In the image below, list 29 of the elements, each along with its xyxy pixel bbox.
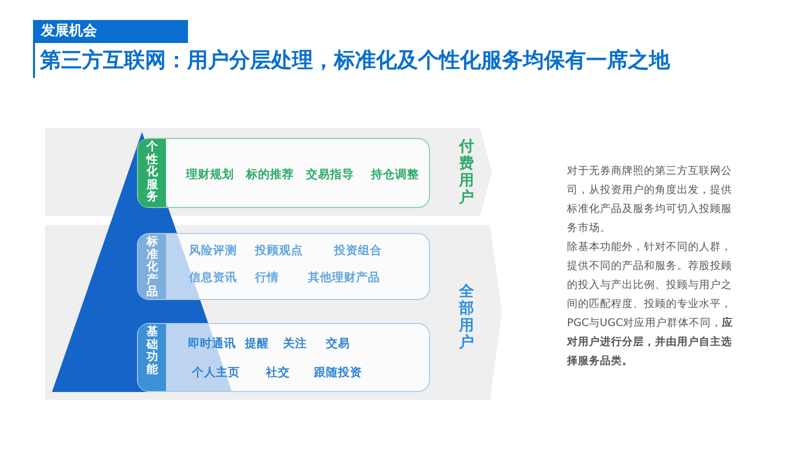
tier-box <box>137 323 430 392</box>
paragraph: 除基本功能外，针对不同的人群，提供不同的产品和服务。荐股投顾的投入与产出比例、投顾与用户之间的匹配程度、投顾的专业水平，PGC与UGC对应用户群体不同，应对用户进行分层，并由用户自主选择服务品类。 <box>567 240 734 369</box>
item-text: 提醒 <box>245 336 269 351</box>
item-text: 即时通讯 <box>188 336 236 351</box>
tier-box <box>137 233 430 300</box>
item-text: 交易指导 <box>306 167 354 182</box>
item-text: 社交 <box>266 365 290 380</box>
item-text: 其他理财产品 <box>308 270 380 285</box>
item-text: 理财规划 <box>186 167 234 182</box>
band-label: 付费用户 <box>459 138 475 206</box>
item-text: 投顾观点 <box>255 243 303 258</box>
paragraph: 对于无券商牌照的第三方互联网公司，从投资用户的角度出发，提供标准化产品及服务均可切入投顾服务市场。 <box>567 164 733 236</box>
band-label: 全部用户 <box>459 283 475 351</box>
item-text: 行情 <box>255 270 279 285</box>
item-text: 关注 <box>283 336 307 351</box>
tier-tag: 标准化产品 <box>138 234 166 299</box>
title: 第三方互联网：用户分层处理，标准化及个性化服务均保有一席之地 <box>40 47 670 74</box>
item-text: 标的推荐 <box>246 167 294 182</box>
item-text: 交易 <box>326 336 350 351</box>
item-text: 个人主页 <box>192 365 240 380</box>
tier-tag: 个性化服务 <box>138 139 166 207</box>
tier-box <box>137 138 430 208</box>
item-text: 投资组合 <box>334 243 382 258</box>
item-text: 持仓调整 <box>371 167 419 182</box>
item-text: 风险评测 <box>189 243 237 258</box>
section-tab: 发展机会 <box>35 20 188 43</box>
item-text: 信息资讯 <box>189 270 237 285</box>
item-text: 跟随投资 <box>314 365 362 380</box>
tier-tag: 基础功能 <box>138 324 166 391</box>
